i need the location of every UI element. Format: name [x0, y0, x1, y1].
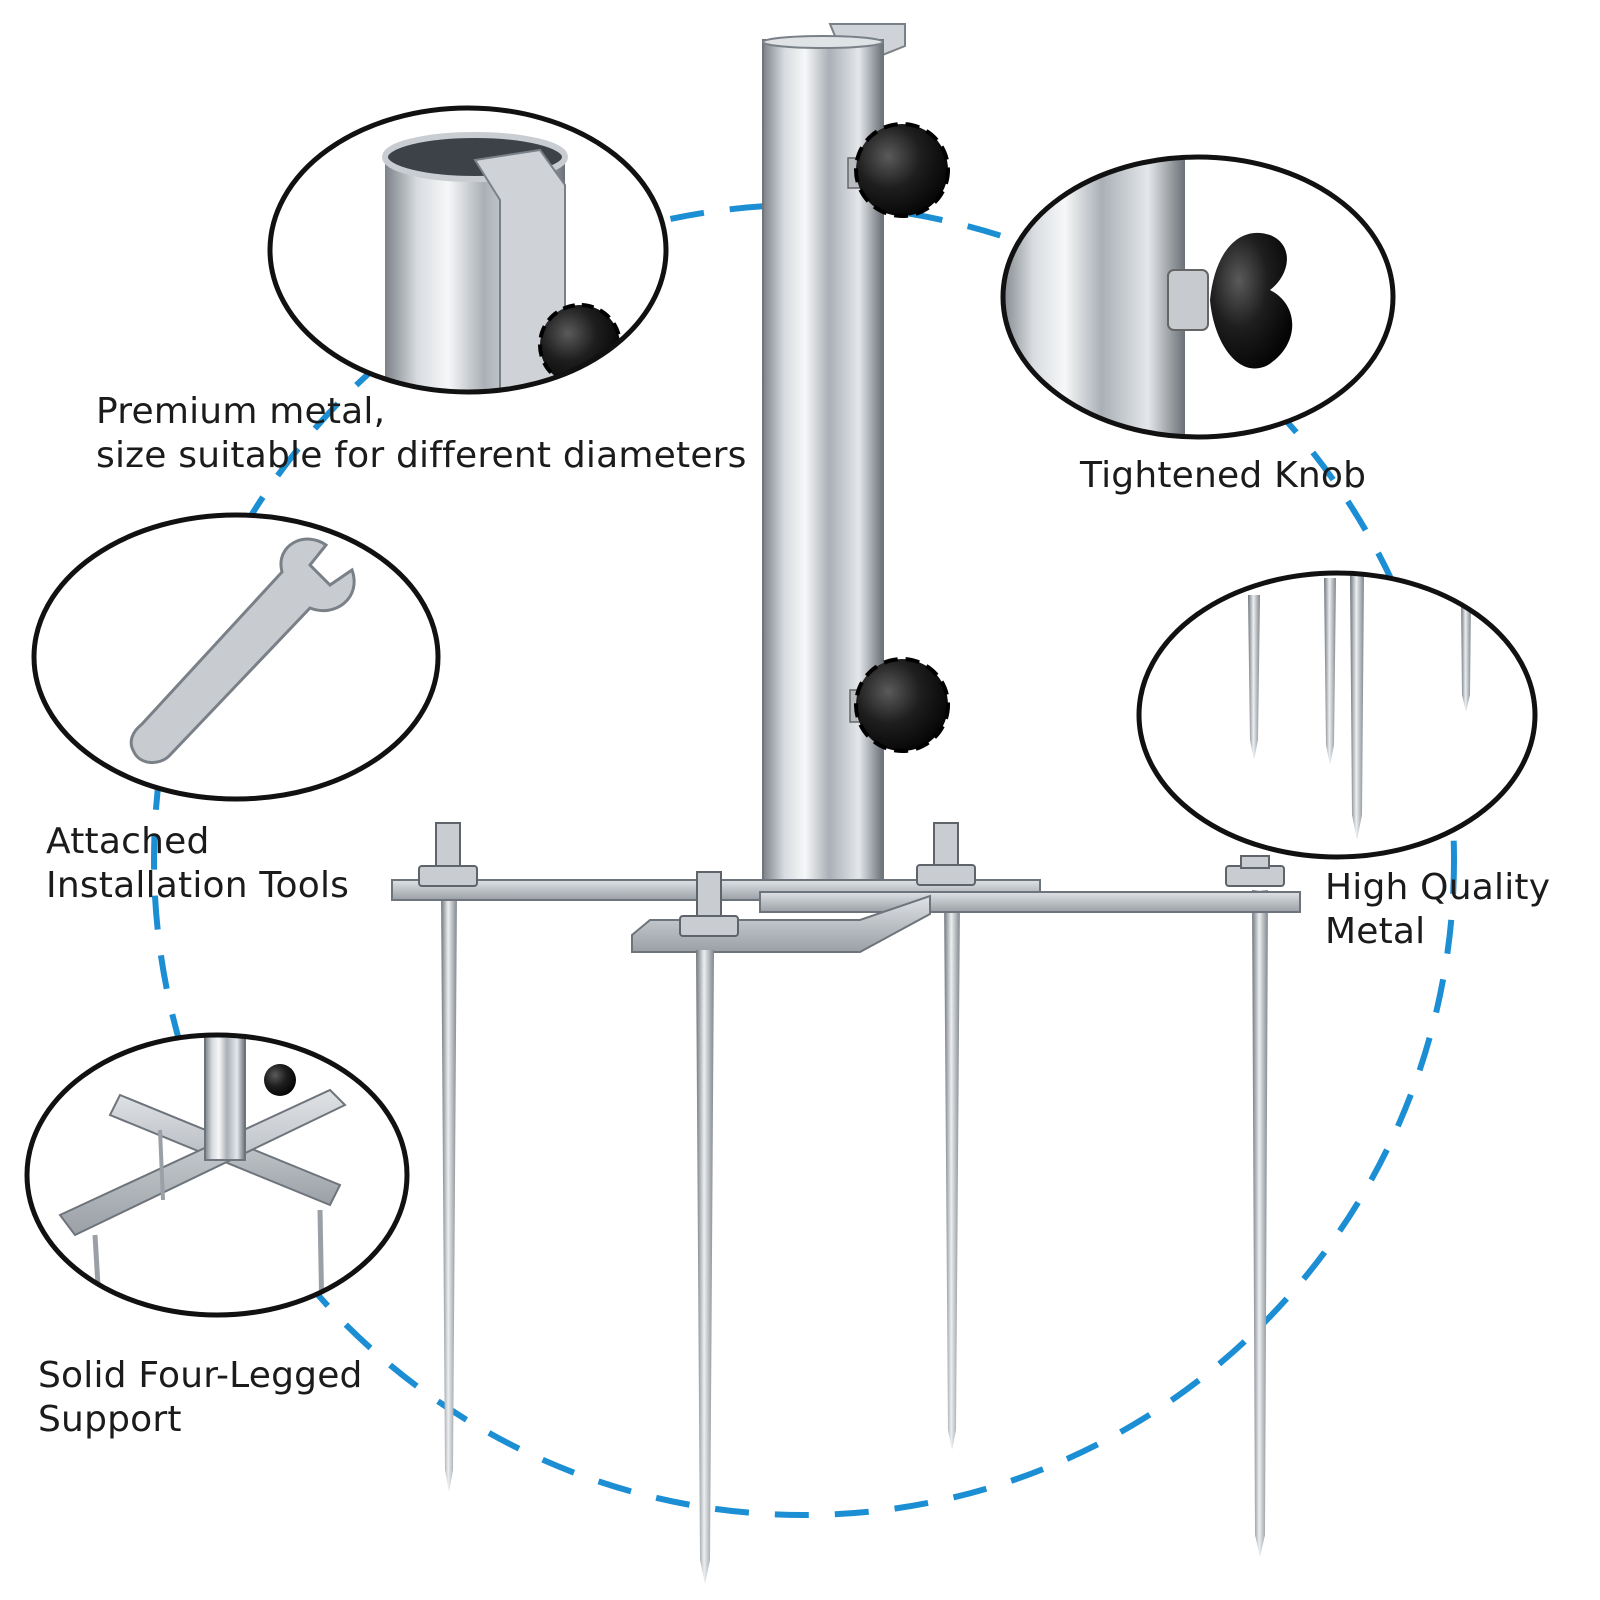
umbrella-stand-icon: [391, 23, 1301, 1584]
label-quality-metal: High Quality Metal: [1325, 867, 1551, 952]
spikes-closeup-icon: [1136, 570, 1538, 860]
wrench-icon: [31, 512, 441, 802]
label-four-legged: Solid Four-Legged Support: [38, 1355, 363, 1440]
tube-closeup-icon: [267, 105, 669, 395]
label-installation-tools: Attached Installation Tools: [46, 821, 350, 906]
knob-closeup-icon: [1000, 154, 1396, 440]
label-tightened-knob: Tightened Knob: [1080, 455, 1367, 496]
base-closeup-icon: [24, 1032, 410, 1318]
label-premium-metal: Premium metal, size suitable for differe…: [96, 391, 747, 476]
